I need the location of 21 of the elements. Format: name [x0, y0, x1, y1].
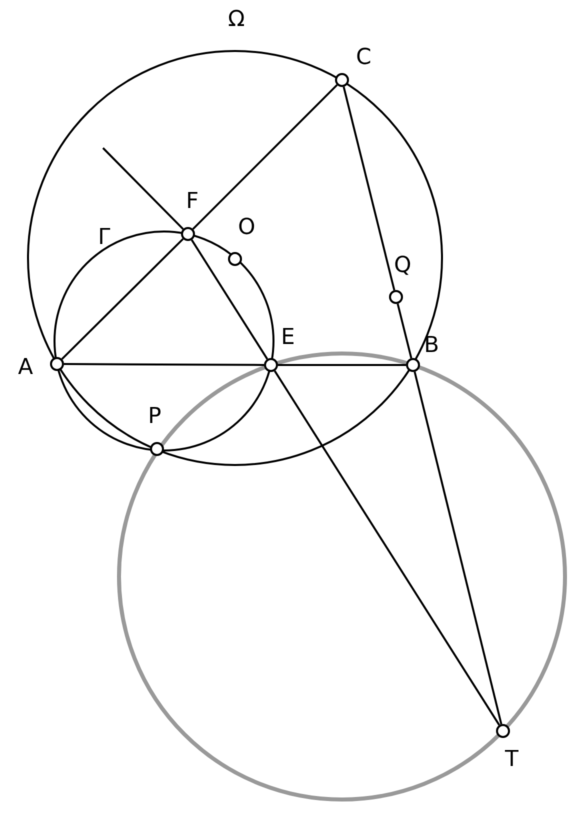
line-segment: [278, 364, 406, 366]
line-segment: [102, 147, 184, 230]
line-segment: [64, 363, 264, 366]
line-segment: [61, 238, 184, 360]
line-segment: [414, 372, 502, 724]
line-segment: [274, 370, 500, 726]
circle-label: Γ: [98, 226, 110, 250]
line-segment: [190, 239, 268, 360]
point-label: T: [505, 748, 518, 772]
point-label: E: [281, 326, 295, 350]
point-label: C: [356, 46, 372, 70]
point-label: Q: [394, 254, 412, 278]
point-label: B: [424, 334, 440, 358]
line-segment: [192, 84, 338, 230]
point-label: P: [148, 405, 162, 429]
point-label: O: [238, 216, 256, 240]
line-segment: [342, 86, 396, 290]
circle-label: Ω: [228, 8, 245, 32]
point-label: F: [186, 190, 199, 214]
line-segment: [396, 304, 412, 358]
point-label: A: [18, 356, 34, 380]
